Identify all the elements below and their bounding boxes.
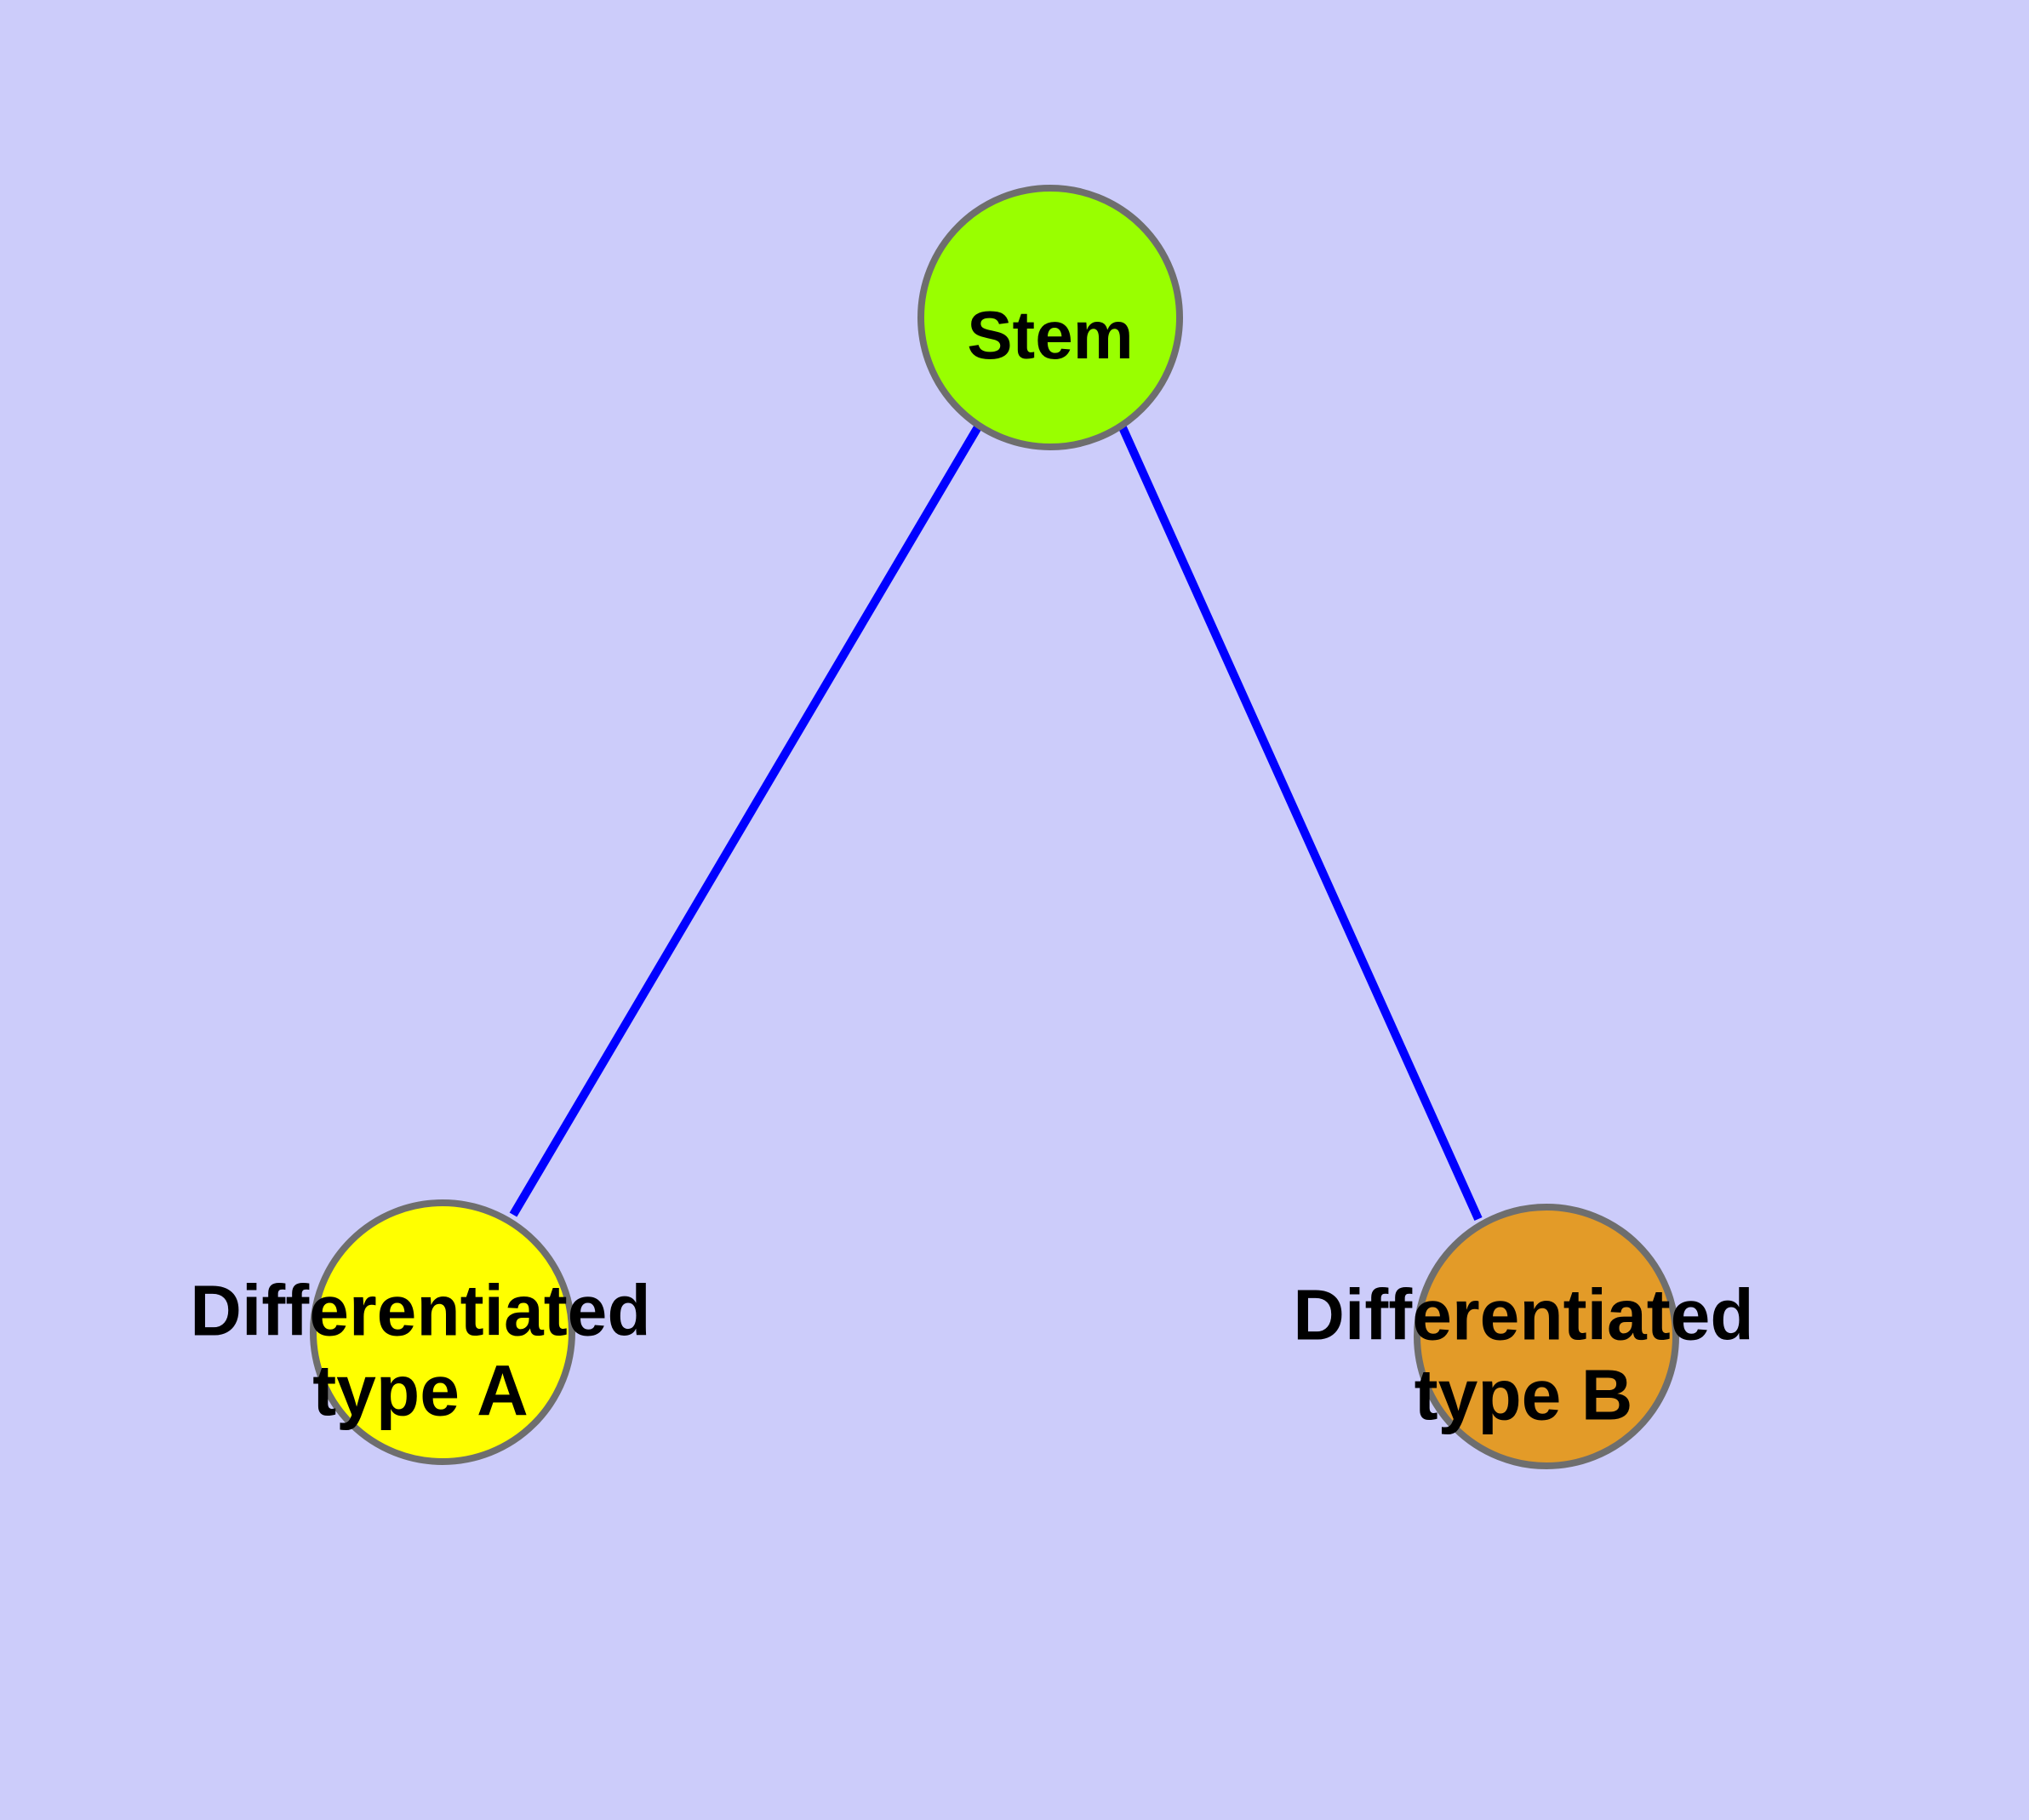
node-label-line: Differentiated — [190, 1271, 650, 1351]
nodes-group: Stem — [310, 185, 1679, 1469]
node-differentiated-type-b[interactable] — [1414, 1204, 1679, 1469]
node-label-line: type B — [1415, 1355, 1633, 1435]
node-differentiated-type-a-circle[interactable] — [310, 1199, 575, 1465]
node-stem-circle[interactable] — [917, 185, 1183, 450]
node-differentiated-type-a[interactable] — [310, 1199, 575, 1465]
edge-stem-to-differentiated-b — [1117, 423, 1483, 1222]
node-stem[interactable]: Stem — [917, 185, 1183, 450]
node-label-line: type A — [312, 1351, 529, 1431]
edge-stem-to-differentiated-a — [509, 423, 983, 1217]
node-differentiated-type-b-circle[interactable] — [1414, 1204, 1679, 1469]
edges-group — [509, 423, 1483, 1222]
node-stem-label: Stem — [967, 297, 1134, 373]
node-label-line: Differentiated — [1293, 1275, 1753, 1355]
node-label-line: Stem — [967, 297, 1134, 373]
